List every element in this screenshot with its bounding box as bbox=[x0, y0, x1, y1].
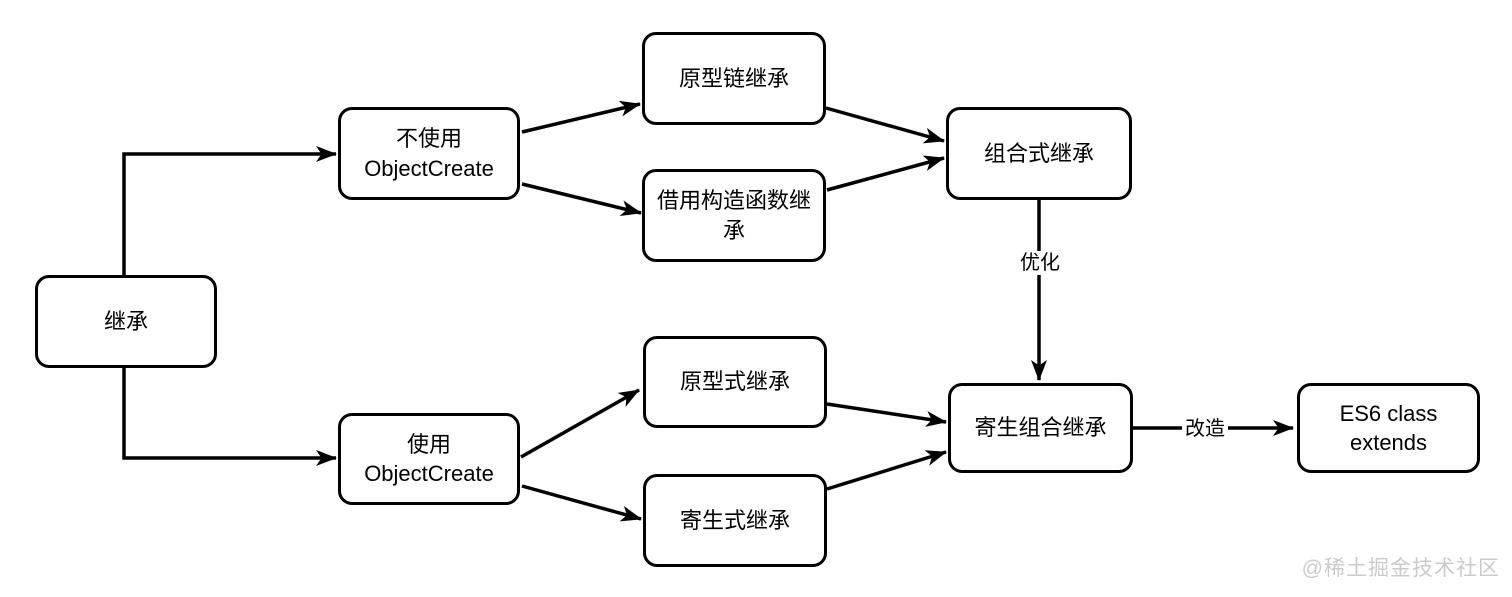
node-label-prototypal: 原型式继承 bbox=[679, 369, 790, 395]
edge-inherit-to-without-objectcreate bbox=[122, 146, 337, 275]
edge-parasitic-to-parasitic-combined bbox=[826, 450, 947, 491]
transform-edge-label: 改造 bbox=[1182, 417, 1228, 441]
edge-prototype-chain-to-combined bbox=[825, 106, 945, 144]
edge-inherit-to-with-objectcreate bbox=[122, 368, 337, 466]
edge-with-objectcreate-to-prototypal bbox=[520, 388, 640, 459]
edge-group bbox=[122, 100, 1294, 522]
node-prototypal: 原型式继承 bbox=[643, 336, 827, 428]
node-parasitic: 寄生式继承 bbox=[643, 474, 827, 567]
node-combined: 组合式继承 bbox=[946, 107, 1132, 200]
edge-with-objectcreate-to-parasitic bbox=[521, 484, 642, 522]
node-without-objectcreate: 不使用 ObjectCreate bbox=[338, 107, 520, 200]
node-label-combined: 组合式继承 bbox=[983, 140, 1094, 166]
node-parasitic-combined: 寄生组合继承 bbox=[948, 383, 1133, 473]
node-borrow-constructor: 借用构造函数继承 bbox=[642, 169, 826, 262]
node-label-inherit: 继承 bbox=[103, 308, 148, 334]
edge-without-objectcreate-to-prototype-chain bbox=[521, 100, 641, 134]
node-label-borrow-constructor: 借用构造函数继承 bbox=[656, 188, 811, 243]
edge-without-objectcreate-to-borrow-constructor bbox=[521, 182, 642, 217]
node-prototype-chain: 原型链继承 bbox=[642, 32, 826, 125]
node-with-objectcreate: 使用 ObjectCreate bbox=[338, 413, 520, 505]
node-label-parasitic: 寄生式继承 bbox=[679, 507, 790, 533]
node-label-es6-class-extends: ES6 class extends bbox=[1339, 400, 1438, 455]
node-label-without-objectcreate: 不使用 ObjectCreate bbox=[364, 126, 494, 181]
node-label-prototype-chain: 原型链继承 bbox=[678, 65, 789, 91]
node-inherit: 继承 bbox=[35, 275, 217, 368]
node-label-parasitic-combined: 寄生组合继承 bbox=[974, 415, 1107, 441]
node-label-with-objectcreate: 使用 ObjectCreate bbox=[364, 431, 494, 486]
watermark: @稀土掘金技术社区 bbox=[1301, 557, 1500, 580]
optimize-edge-label: 优化 bbox=[1017, 251, 1063, 275]
edge-borrow-constructor-to-combined bbox=[826, 155, 945, 192]
edge-prototypal-to-parasitic-combined bbox=[826, 402, 947, 427]
node-es6-class-extends: ES6 class extends bbox=[1297, 383, 1480, 473]
